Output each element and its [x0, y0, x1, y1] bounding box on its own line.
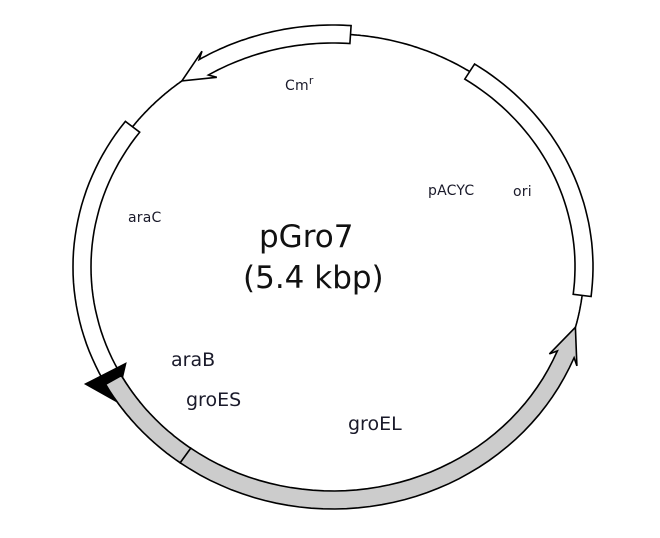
backbone-right — [574, 295, 583, 328]
arac-box — [72, 120, 141, 414]
backbone-top-left — [131, 80, 183, 128]
cmr-label-superscript: r — [308, 74, 314, 87]
backbone-top-right — [350, 33, 471, 73]
plasmid-name: pGro7 — [259, 219, 354, 255]
cmr-gene-arrow — [180, 24, 352, 82]
ori-label: ori — [513, 184, 532, 200]
cmr-label-text: Cm — [285, 78, 309, 94]
cmr-label: Cmr — [285, 74, 314, 94]
arac-label: araC — [128, 210, 162, 226]
groel-label: groEL — [348, 413, 402, 435]
groes-label: groES — [186, 389, 242, 411]
arab-label: araB — [171, 349, 216, 371]
groel-gene-arrow — [179, 325, 578, 510]
plasmid-size: (5.4 kbp) — [243, 260, 384, 296]
groes-box — [104, 374, 192, 464]
ori-box — [463, 62, 594, 298]
pacyc-label: pACYC — [428, 183, 475, 199]
